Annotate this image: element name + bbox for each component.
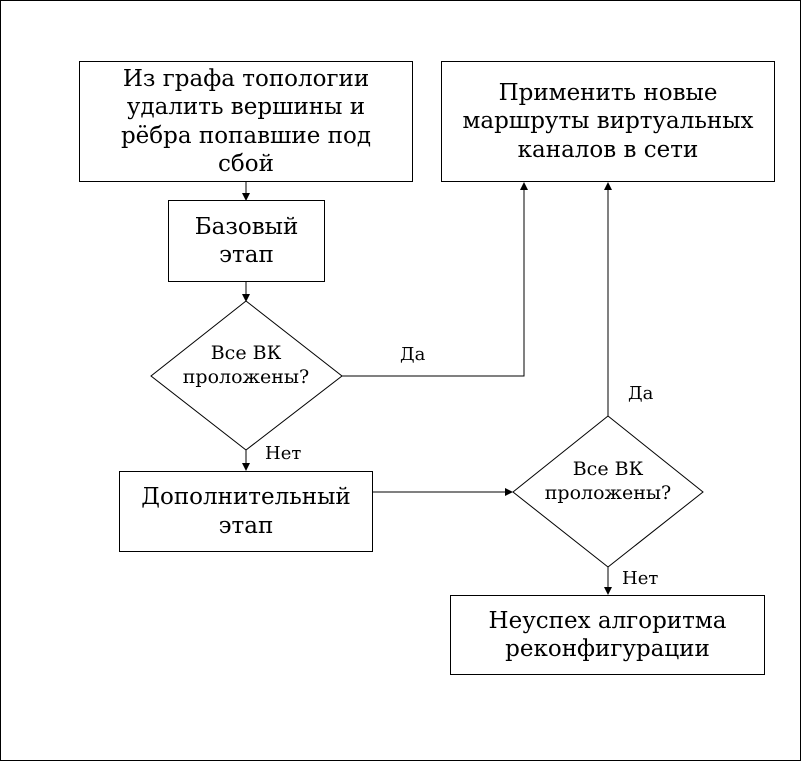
failure-label: Неуспех алгоритма реконфигурации: [488, 607, 727, 662]
base-stage-node: Базовый этап: [168, 200, 325, 282]
base-stage-label: Базовый этап: [194, 213, 299, 268]
decision-2-no-label: Нет: [622, 568, 659, 589]
decision-1-yes-label: Да: [400, 344, 426, 365]
failure-node: Неуспех алгоритма реконфигурации: [450, 595, 765, 675]
decision-2-diamond: [512, 415, 704, 568]
decision-1-diamond: [150, 300, 343, 451]
decision-1-no-label: Нет: [265, 443, 302, 464]
decision-1-label: Все ВК проложены?: [182, 342, 310, 389]
additional-stage-node: Дополнительный этап: [119, 471, 373, 552]
additional-stage-label: Дополнительный этап: [141, 484, 351, 539]
remove-failed-label: Из графа топологии удалить вершины и рёб…: [120, 65, 372, 177]
arrow-decision1-yes: [342, 182, 528, 377]
decision-2-yes-label: Да: [628, 383, 654, 404]
apply-routes-label: Применить новые маршруты виртуальных кан…: [462, 80, 754, 163]
apply-routes-node: Применить новые маршруты виртуальных кан…: [441, 61, 775, 182]
remove-failed-node: Из графа топологии удалить вершины и рёб…: [79, 61, 413, 182]
decision-2-label: Все ВК проложены?: [544, 458, 672, 505]
